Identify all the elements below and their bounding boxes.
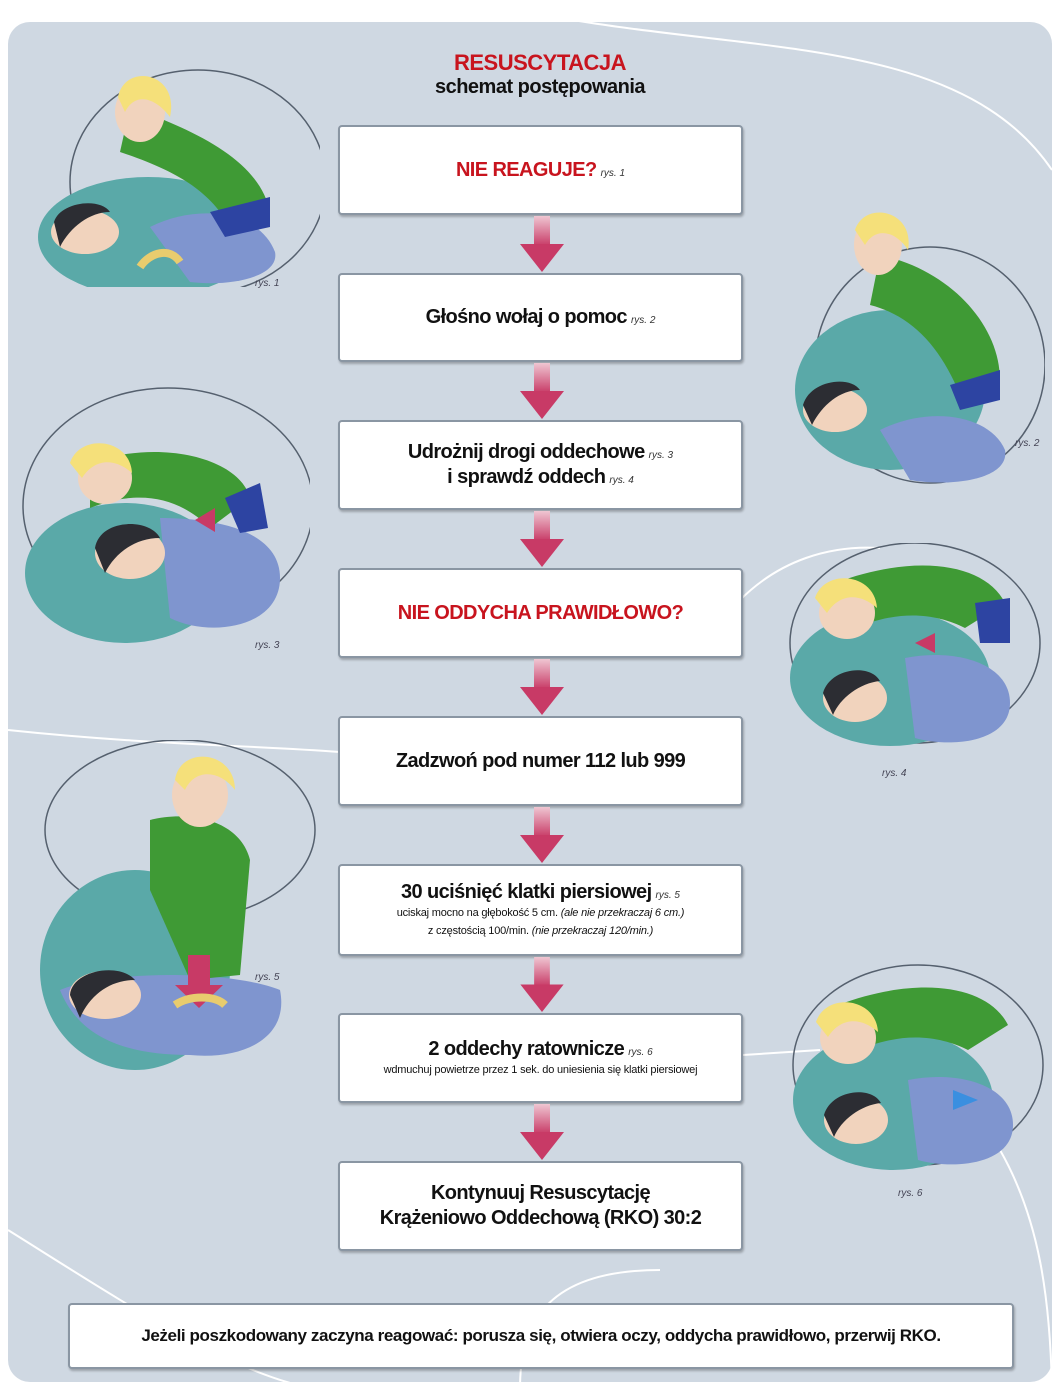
step-7-text: 2 oddechy ratownicze [428,1037,625,1060]
title-block: RESUSCYTACJA schemat postępowania [340,50,740,99]
rescue-breaths-illustration [792,964,1044,1170]
step-2-text: Głośno wołaj o pomoc [425,306,628,328]
figure-label-6: rys. 6 [898,1188,923,1199]
figure-label-3: rys. 3 [255,640,280,651]
flow-arrow-6 [520,957,564,1013]
step-6-detail2-note: (nie przekraczaj 120/min.) [531,924,654,937]
checking-breathing-illustration [789,543,1041,746]
step-3-ref1: rys. 3 [648,450,674,461]
title-main: RESUSCYTACJA [453,50,627,75]
step-not-responding: NIE REAGUJE?rys. 1 [338,125,743,215]
step-3-line1: Udrożnij drogi oddechowe [407,441,645,463]
opening-airway-illustration [22,387,310,643]
step-4-text: NIE ODDYCHA PRAWIDŁOWO? [397,601,684,624]
step-5-text: Zadzwoń pod numer 112 lub 999 [395,749,686,772]
flow-arrow-5 [520,807,564,863]
step-not-breathing: NIE ODDYCHA PRAWIDŁOWO? [338,568,743,658]
step-6-detail1-note: (ale nie przekraczaj 6 cm.) [560,907,685,920]
step-1-text: NIE REAGUJE? [455,158,597,181]
step-2-ref: rys. 2 [630,315,656,326]
bottom-note: Jeżeli poszkodowany zaczyna reagować: po… [68,1303,1014,1369]
step-1-ref: rys. 1 [600,167,626,179]
title-sub: schemat postępowania [434,76,646,98]
person-calling-for-help-illustration [795,212,1045,484]
flow-arrow-7 [520,1104,564,1160]
flow-arrow-3 [520,511,564,567]
step-3-ref2: rys. 4 [609,475,634,486]
step-3-line2: i sprawdź oddech [447,466,606,488]
step-continue-cpr: Kontynuuj Resuscytację Krążeniowo Oddech… [338,1161,743,1251]
step-6-detail2: z częstością 100/min. [427,924,529,937]
step-6-ref: rys. 5 [655,890,680,902]
figure-label-5: rys. 5 [255,972,280,983]
step-call-emergency: Zadzwoń pod numer 112 lub 999 [338,716,743,806]
flow-arrow-1 [520,216,564,272]
step-8-line2: Krążeniowo Oddechową (RKO) 30:2 [379,1207,702,1229]
figure-label-1: rys. 1 [255,278,280,289]
figure-label-4: rys. 4 [882,768,907,779]
chest-compressions-illustration [40,740,316,1070]
flow-arrow-4 [520,659,564,715]
step-7-ref: rys. 6 [628,1046,653,1058]
step-8-line1: Kontynuuj Resuscytację [430,1182,651,1204]
figure-label-2: rys. 2 [1015,438,1040,449]
step-7-detail: wdmuchuj powietrze przez 1 sek. do unies… [383,1063,698,1076]
person-checking-response-illustration [38,69,320,287]
step-6-text: 30 uciśnięć klatki piersiowej [401,881,652,904]
flow-arrow-2 [520,363,564,419]
step-6-detail1: uciskaj mocno na głębokość 5 cm. [396,907,558,920]
